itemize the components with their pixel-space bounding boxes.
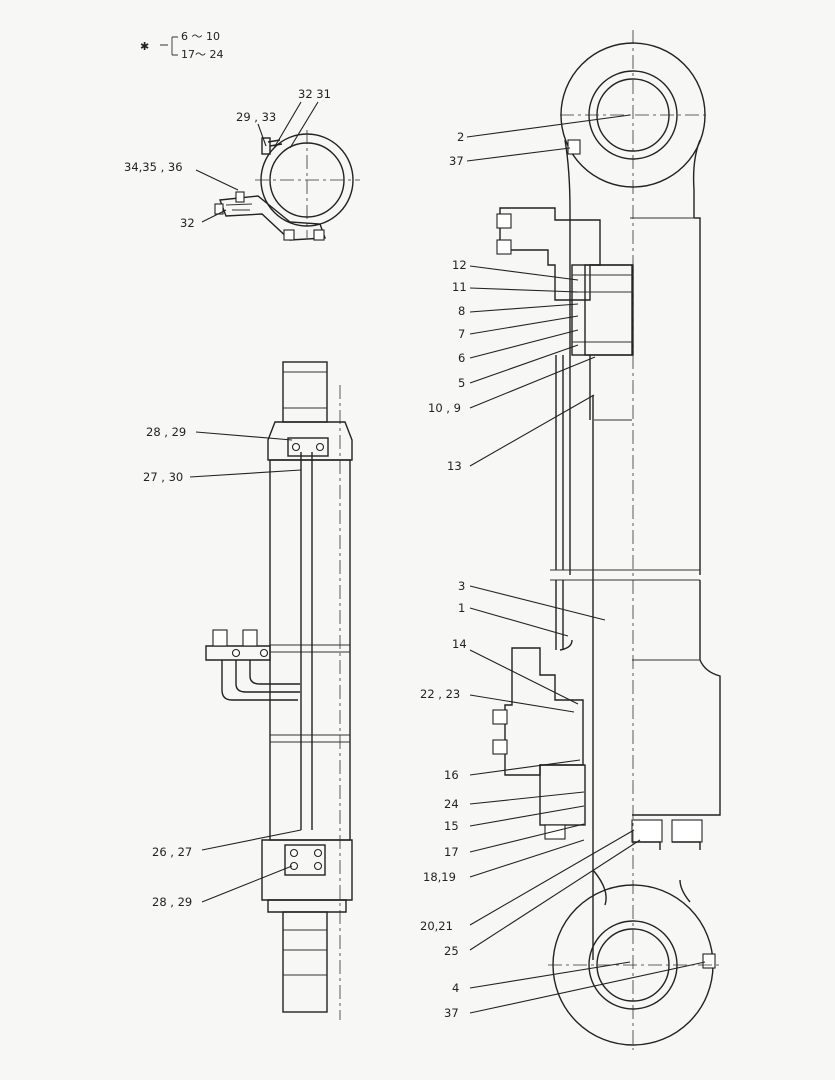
label-32: 32 <box>180 216 195 230</box>
label-34-35-36: 34,35 , 36 <box>124 160 183 174</box>
legend-range-b: 17〜 24 <box>181 48 224 61</box>
right-label-7: 7 <box>458 327 465 341</box>
right-label-8: 8 <box>458 304 465 318</box>
legend-range-a: 6 〜 10 <box>181 30 220 43</box>
right-label-25: 25 <box>444 944 459 958</box>
left-label-27-30: 27 , 30 <box>143 470 183 484</box>
right-label-4: 4 <box>452 981 459 995</box>
right-label-22-23: 22 , 23 <box>420 687 460 701</box>
right-label-14: 14 <box>452 637 467 651</box>
right-label-11: 11 <box>452 280 467 294</box>
right-label-3: 3 <box>458 579 465 593</box>
right-label-13: 13 <box>447 459 462 473</box>
right-label-24: 24 <box>444 797 459 811</box>
legend: ✱ 6 〜 10 17〜 24 <box>140 30 224 61</box>
right-label-6: 6 <box>458 351 465 365</box>
right-label-1: 1 <box>458 601 465 615</box>
left-label-28-29-top: 28 , 29 <box>146 425 186 439</box>
right-label-20-21: 20,21 <box>420 919 453 933</box>
right-label-15: 15 <box>444 819 459 833</box>
right-label-2: 2 <box>457 130 464 144</box>
right-view-cylinder: 2 37 12 11 8 7 6 5 10 , 9 13 3 1 14 22 ,… <box>420 30 721 1050</box>
left-view-cylinder: 28 , 29 27 , 30 26 , 27 28 , 29 <box>143 361 353 1020</box>
legend-asterisk: ✱ <box>140 40 149 53</box>
label-32-31: 32 31 <box>298 87 331 101</box>
right-label-12: 12 <box>452 258 467 272</box>
label-29-33: 29 , 33 <box>236 110 276 124</box>
right-label-18-19: 18,19 <box>423 870 456 884</box>
right-label-10-9: 10 , 9 <box>428 401 461 415</box>
right-label-37-top: 37 <box>449 154 464 168</box>
right-label-5: 5 <box>458 376 465 390</box>
top-view-clamp: 32 31 29 , 33 34,35 , 36 32 <box>124 87 360 241</box>
right-label-16: 16 <box>444 768 459 782</box>
right-label-17: 17 <box>444 845 459 859</box>
right-label-37-bottom: 37 <box>444 1006 459 1020</box>
left-label-28-29-bottom: 28 , 29 <box>152 895 192 909</box>
left-label-26-27: 26 , 27 <box>152 845 192 859</box>
